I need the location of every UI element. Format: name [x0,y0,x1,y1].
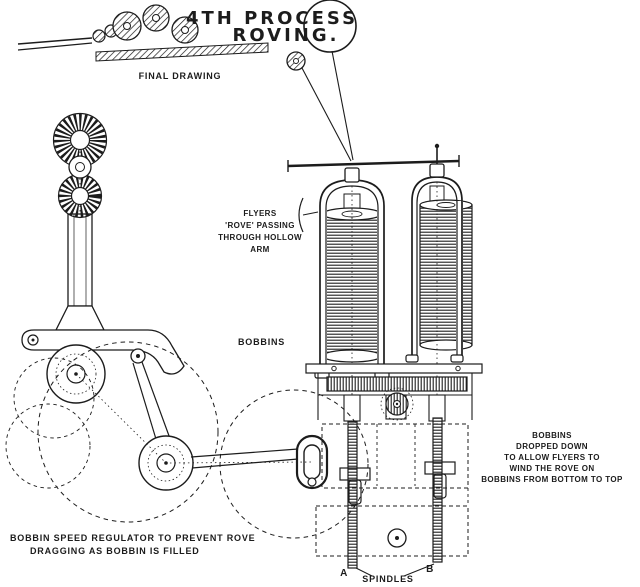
construction-circles-dashed [5,341,369,539]
drop-guide-dashed [321,423,469,506]
regulator-link-arm [132,361,173,450]
roving-drum [303,0,357,53]
flyer-right [405,163,464,363]
title-line1: 4TH PROCESS [186,8,358,29]
spindles-leader-b [403,563,435,577]
flyers-note-line2: 'ROVE' PASSING [225,221,295,230]
spindles-leader-a [355,567,373,577]
spindles-label: SPINDLES [362,574,413,584]
rove-thread [301,50,354,162]
bolster-left [339,467,371,505]
spindles-note: A B SPINDLES [340,563,435,584]
front-roller [286,51,306,71]
bobbins-dropped-line4: WIND THE ROVE ON [509,464,594,473]
final-drawing-strip [95,42,269,62]
flyers-note-line4: ARM [250,245,269,254]
bobbins-label: BOBBINS [238,337,285,347]
tension-roller [387,528,407,548]
bobbin-right [419,185,473,351]
flyers-note-leader [302,211,319,216]
bobbins-dropped-note: BOBBINS DROPPED DOWN TO ALLOW FLYERS TO … [481,431,623,484]
regulator-dotted-linkline [75,373,313,464]
bevel-gear-top [52,112,108,168]
gear-hub [68,155,92,179]
support-column [54,213,106,331]
final-drawing-label: FINAL DRAWING [139,71,222,81]
machine-beam [21,329,185,375]
title-line2: ROVING. [233,25,340,46]
title: 4TH PROCESS ROVING. [186,8,358,46]
bolster-right [424,461,456,499]
bottom-frame-dashed [315,505,469,557]
feed-sliver [17,37,93,51]
flyers-note: FLYERS 'ROVE' PASSING THROUGH HOLLOW ARM [218,197,319,254]
lifter-gear [380,387,414,421]
spindle-b-label: B [426,564,434,575]
bobbins-dropped-line1: BOBBINS [532,431,572,440]
spindle-a-rod [347,421,358,569]
feed-rollers [92,4,199,44]
spindle-a-label: A [340,568,348,579]
regulator-note: BOBBIN SPEED REGULATOR TO PREVENT ROVE D… [10,533,255,556]
flyers-note-line3: THROUGH HOLLOW [218,233,302,242]
bobbin-left [322,193,382,363]
regulator-line2: DRAGGING AS BOBBIN IS FILLED [30,546,200,556]
connecting-rod [190,448,299,469]
bobbins-dropped-line5: BOBBINS FROM BOTTOM TO TOP [481,475,623,484]
bobbins-dropped-line3: TO ALLOW FLYERS TO [504,453,600,462]
slot-link [295,434,329,490]
bobbins-dropped-line2: DROPPED DOWN [516,442,588,451]
spindle-b-rod [432,417,443,563]
regulator-line1: BOBBIN SPEED REGULATOR TO PREVENT ROVE [10,533,255,543]
flyers-note-brace [298,197,304,233]
flyers-note-line1: FLYERS [243,209,276,218]
flyer-rail [287,143,460,172]
